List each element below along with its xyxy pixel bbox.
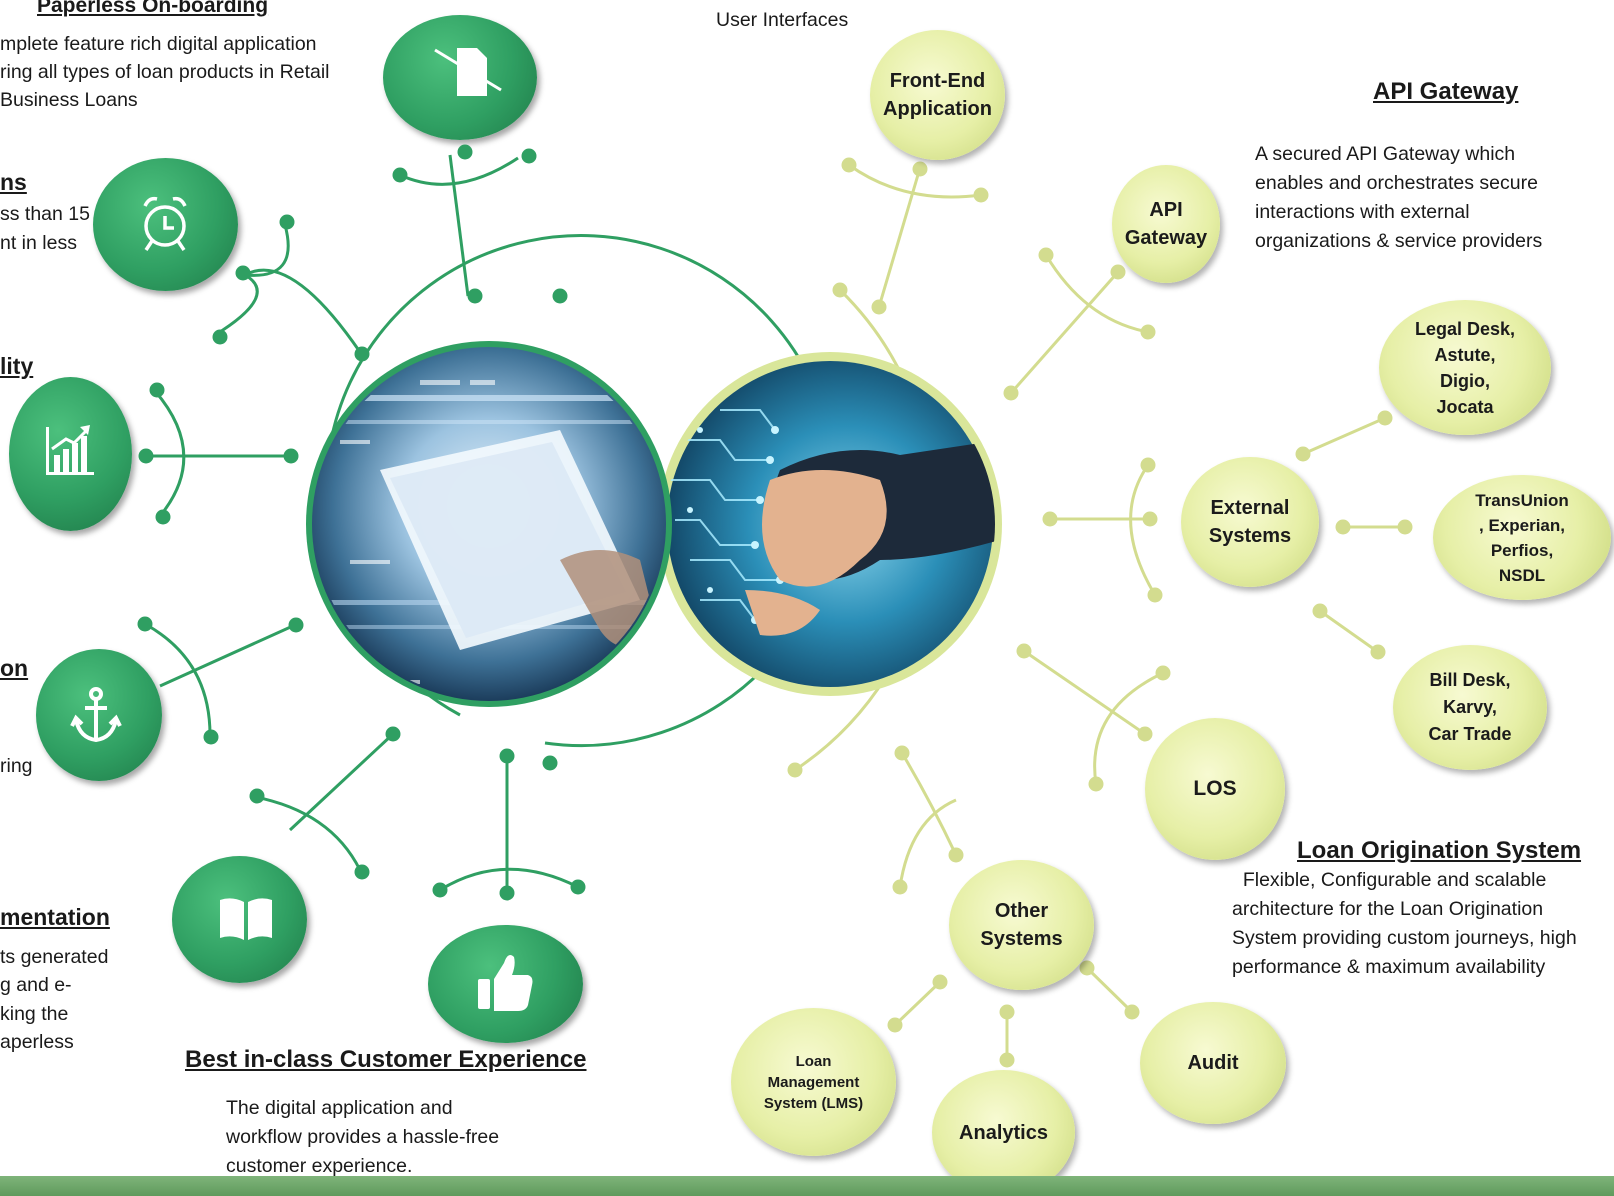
api-gateway-bubble: API Gateway bbox=[1112, 165, 1220, 283]
bill-desk-bubble: Bill Desk, Karvy, Car Trade bbox=[1393, 645, 1547, 770]
integration-heading: on bbox=[0, 655, 29, 681]
transunion-label: TransUnion , Experian, Perfios, NSDL bbox=[1475, 490, 1569, 585]
experience-heading: Best in-class Customer Experience bbox=[185, 1046, 587, 1073]
lms-bubble: Loan Management System (LMS) bbox=[731, 1008, 896, 1156]
los-label: LOS bbox=[1193, 777, 1237, 800]
open-book-icon bbox=[220, 898, 272, 940]
footer-bar bbox=[0, 1176, 1614, 1196]
paperless-heading: Paperless On-boarding bbox=[37, 0, 269, 17]
integration-line-1: ring bbox=[0, 755, 33, 777]
document-off-icon bbox=[434, 48, 502, 96]
front-end-label: Front-End Application bbox=[883, 70, 992, 120]
los-bubble: LOS bbox=[1145, 718, 1285, 860]
thumbs-up-icon bbox=[478, 955, 533, 1011]
legal-desk-bubble: Legal Desk, Astute, Digio, Jocata bbox=[1379, 300, 1551, 435]
api-gateway-line-4: organizations & service providers bbox=[1255, 230, 1543, 252]
external-systems-label: External Systems bbox=[1208, 497, 1292, 547]
documentation-line-3: king the bbox=[0, 1003, 69, 1025]
right-connector-dots bbox=[787, 157, 1413, 1068]
api-gateway-heading: API Gateway bbox=[1373, 78, 1519, 105]
documentation-line-2: g and e- bbox=[0, 974, 72, 996]
fast-line-1: ss than 15 bbox=[0, 203, 90, 225]
tablet-image bbox=[306, 341, 672, 707]
alarm-clock-icon bbox=[143, 196, 187, 251]
legal-desk-label: Legal Desk, Astute, Digio, Jocata bbox=[1414, 318, 1516, 417]
analytics-bubble: Analytics bbox=[932, 1070, 1075, 1195]
los-line-2: architecture for the Loan Origination bbox=[1232, 898, 1544, 920]
documentation-heading: mentation bbox=[0, 904, 110, 930]
paperless-line-1: mplete feature rich digital application bbox=[0, 33, 317, 55]
audit-label: Audit bbox=[1187, 1052, 1239, 1074]
experience-line-2: workflow provides a hassle-free bbox=[226, 1126, 500, 1148]
handshake-image bbox=[658, 352, 1002, 696]
other-systems-bubble: Other Systems bbox=[949, 860, 1094, 990]
analytics-label: Analytics bbox=[959, 1121, 1048, 1144]
left-connector-dots bbox=[137, 144, 586, 901]
experience-line-3: customer experience. bbox=[226, 1155, 413, 1177]
top-fragment-text: User Interfaces bbox=[716, 9, 849, 31]
growth-chart-icon bbox=[46, 425, 94, 475]
api-gateway-label: API Gateway bbox=[1124, 199, 1208, 249]
anchor-icon bbox=[70, 687, 122, 743]
fast-heading: ns bbox=[0, 169, 27, 195]
api-gateway-line-1: A secured API Gateway which bbox=[1255, 143, 1516, 165]
api-gateway-line-3: interactions with external bbox=[1255, 201, 1470, 223]
lms-label: Loan Management System (LMS) bbox=[763, 1052, 864, 1112]
other-systems-label: Other Systems bbox=[980, 900, 1063, 950]
transunion-bubble: TransUnion , Experian, Perfios, NSDL bbox=[1433, 475, 1611, 600]
paperless-line-2: ring all types of loan products in Retai… bbox=[0, 61, 330, 83]
los-line-1: Flexible, Configurable and scalable bbox=[1232, 869, 1547, 891]
front-end-bubble: Front-End Application bbox=[870, 30, 1005, 160]
api-gateway-line-2: enables and orchestrates secure bbox=[1255, 172, 1538, 194]
los-heading: Loan Origination System bbox=[1297, 837, 1582, 864]
fast-line-2: nt in less bbox=[0, 232, 77, 254]
audit-bubble: Audit bbox=[1140, 1002, 1286, 1124]
external-systems-bubble: External Systems bbox=[1181, 457, 1319, 587]
documentation-line-4: aperless bbox=[0, 1031, 74, 1053]
los-line-3: System providing custom journeys, high bbox=[1232, 927, 1577, 949]
bill-desk-label: Bill Desk, Karvy, Car Trade bbox=[1428, 670, 1512, 744]
experience-line-1: The digital application and bbox=[226, 1097, 453, 1119]
paperless-line-3: Business Loans bbox=[0, 89, 138, 111]
scalability-heading: lity bbox=[0, 353, 34, 379]
documentation-line-1: ts generated bbox=[0, 946, 109, 968]
los-line-4: performance & maximum availability bbox=[1232, 956, 1546, 978]
